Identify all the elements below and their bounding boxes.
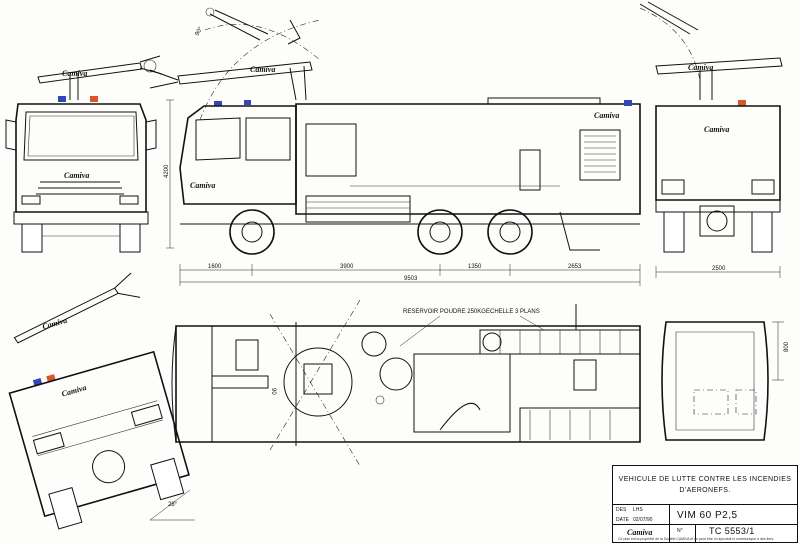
row-value-des: LHS <box>633 507 643 513</box>
title-lower: DES LHS DATE 02/07/90 VIM 60 P2,5 Camiva… <box>613 504 797 542</box>
title-description: VEHICULE DE LUTTE CONTRE LES INCENDIES D… <box>613 466 797 505</box>
roof-width-dim: 800 <box>784 341 790 352</box>
tilt-angle-label: 28° <box>168 502 178 508</box>
number-label: N° <box>677 528 683 534</box>
drawing-number: TC 5553/1 <box>709 526 755 536</box>
rear-brand: Camiva <box>704 125 729 134</box>
front-boom-brand: Camiva <box>62 69 87 78</box>
side-beacon-blue-2 <box>244 100 251 105</box>
dim-axle-spacing: 1350 <box>468 264 482 270</box>
front-grille-brand: Camiva <box>64 171 89 180</box>
row-label-date: DATE <box>616 517 629 523</box>
description-line-1: VEHICULE DE LUTTE CONTRE LES INCENDIES <box>618 476 792 483</box>
row-value-date: 02/07/90 <box>633 517 653 523</box>
blue-beacon <box>58 96 66 102</box>
height-dimension: 4200 <box>164 164 170 178</box>
side-beacon-blue <box>214 101 222 106</box>
body-brand: Camiva <box>594 111 619 120</box>
title-block: VEHICULE DE LUTTE CONTRE LES INCENDIES D… <box>612 465 798 543</box>
orange-beacon <box>90 96 98 102</box>
plan-small-dim: 90 <box>270 388 276 395</box>
ownership-footnote: Ce plan est la propriété de la Société C… <box>618 537 775 541</box>
side-view: 90° Camiva 4200 Camiva Camiva <box>149 7 641 286</box>
powder-tank-label: RESERVOIR POUDRE 250KG <box>403 309 486 315</box>
side-boom-brand: Camiva <box>250 65 275 74</box>
ladder-label: ECHELLE 3 PLANS <box>486 309 540 315</box>
dim-front-overhang: 1600 <box>208 264 222 270</box>
dim-rear-overhang: 2653 <box>568 264 582 270</box>
rear-beacon-blue <box>624 100 632 106</box>
title-brand: Camiva <box>627 528 653 537</box>
description-line-2: D'AERONEFS. <box>679 487 731 494</box>
rear-boom-brand: Camiva <box>688 63 713 72</box>
front-view: Camiva Camiva <box>5 55 163 253</box>
model-designation: VIM 60 P2,5 <box>677 510 738 521</box>
plan-view: RESERVOIR POUDRE 250KG ECHELLE 3 PLANS 9… <box>171 299 641 467</box>
dim-width: 2500 <box>712 266 726 272</box>
boom-angle-label: 90° <box>195 26 205 37</box>
tilted-boom-brand: Camiva <box>41 316 68 332</box>
tilted-brand: Camiva <box>61 383 88 399</box>
dim-overall-length: 9503 <box>404 276 418 282</box>
row-label-des: DES <box>616 507 627 513</box>
roof-view: 800 <box>661 321 790 441</box>
rear-beacon-orange <box>738 100 746 106</box>
rear-view: Camiva Camiva 2500 <box>624 1 783 278</box>
dim-wheelbase: 3900 <box>340 264 354 270</box>
cab-door-brand: Camiva <box>190 181 215 190</box>
tilted-rear-view: Camiva Camiva <box>8 272 190 530</box>
